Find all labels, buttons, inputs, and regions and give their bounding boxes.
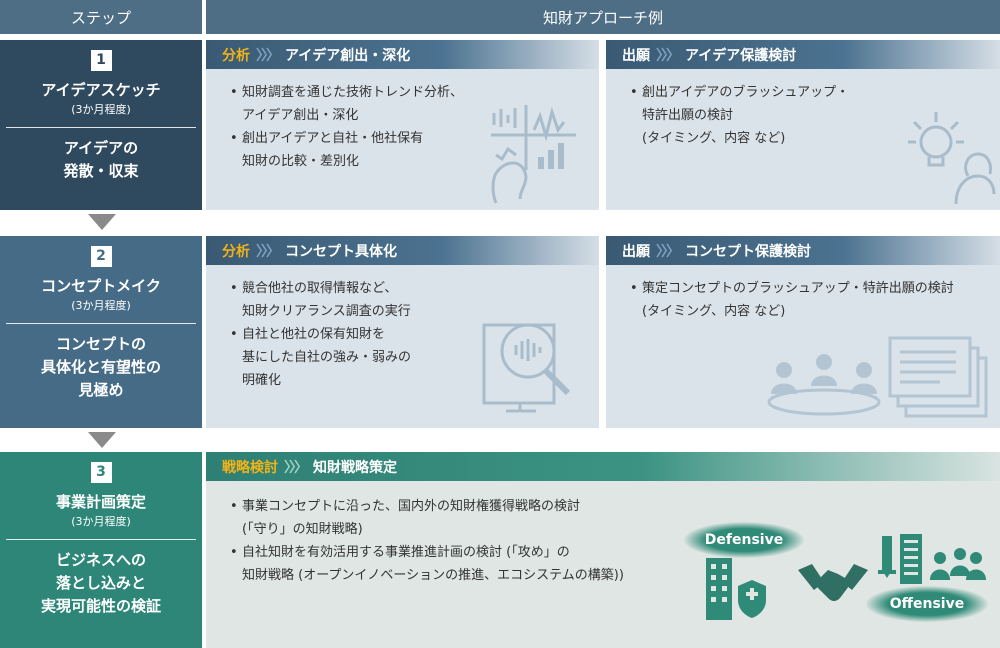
step-3: 3 事業計画策定 (3か月程度) ビジネスへの 落とし込みと 実現可能性の検証 xyxy=(0,452,202,648)
step-divider xyxy=(6,539,196,540)
panel-analysis-concept: 分析 〉〉〉 コンセプト具体化 競合他社の取得情報など、知財クリアランス調査の実… xyxy=(206,236,599,428)
step-2: 2 コンセプトメイク (3か月程度) コンセプトの 具体化と有望性の 見極め xyxy=(0,236,202,428)
chevrons-icon: 〉〉〉 xyxy=(256,47,280,64)
panel-tag: 戦略検討 xyxy=(222,459,278,476)
down-arrow-icon xyxy=(88,214,116,230)
list-item: 創出アイデアのブラッシュアップ・特許出願の検討(タイミング、内容 など) xyxy=(630,81,1000,150)
panel-tag: 出願 xyxy=(622,47,650,64)
panel-tag: 分析 xyxy=(222,47,250,64)
list-item: 競合他社の取得情報など、知財クリアランス調査の実行 xyxy=(230,277,599,323)
bullet-list: 知財調査を通じた技術トレンド分析、アイデア創出・深化 創出アイデアと自社・他社保… xyxy=(206,69,599,173)
analysis-chart-icon xyxy=(491,105,576,204)
step-duration: (3か月程度) xyxy=(71,299,131,312)
desc-line: ビジネスへの xyxy=(55,551,146,569)
panel-filing-idea: 出願 〉〉〉 アイデア保護検討 創出アイデアのブラッシュアップ・特許出願の検討(… xyxy=(606,40,1000,210)
panel-filing-concept: 出願 〉〉〉 コンセプト保護検討 策定コンセプトのブラッシュアップ・特許出願の検… xyxy=(606,236,1000,428)
step-number: 2 xyxy=(90,246,112,267)
panel-title: アイデア保護検討 xyxy=(685,47,797,64)
chevrons-icon: 〉〉〉 xyxy=(284,459,308,476)
desc-line: 実現可能性の検証 xyxy=(40,597,161,615)
panel-header: 分析 〉〉〉 アイデア創出・深化 xyxy=(206,40,599,69)
panel-tag: 分析 xyxy=(222,243,250,260)
step-duration: (3か月程度) xyxy=(71,103,131,116)
list-item: 知財調査を通じた技術トレンド分析、アイデア創出・深化 xyxy=(230,81,599,127)
panel-title: アイデア創出・深化 xyxy=(285,47,411,64)
panel-tag: 出願 xyxy=(622,243,650,260)
magnifier-search-icon xyxy=(482,323,571,413)
list-item: 策定コンセプトのブラッシュアップ・特許出願の検討(タイミング、内容 など) xyxy=(630,277,1000,323)
offensive-label: Offensive xyxy=(866,586,988,622)
panel-title: コンセプト保護検討 xyxy=(685,243,811,260)
handshake-icon xyxy=(798,564,868,601)
panel-header: 出願 〉〉〉 アイデア保護検討 xyxy=(606,40,1000,69)
building-shield-icon xyxy=(706,558,766,620)
step-description: ビジネスへの 落とし込みと 実現可能性の検証 xyxy=(0,549,202,618)
panel-header: 分析 〉〉〉 コンセプト具体化 xyxy=(206,236,599,265)
step-duration: (3か月程度) xyxy=(71,515,131,528)
step-title: コンセプトメイク xyxy=(41,277,161,295)
bullet-list: 創出アイデアのブラッシュアップ・特許出願の検討(タイミング、内容 など) xyxy=(606,69,1000,150)
step-title: 事業計画策定 xyxy=(55,493,146,511)
bullet-list: 競合他社の取得情報など、知財クリアランス調査の実行 自社と他社の保有知財を基にし… xyxy=(206,265,599,392)
down-arrow-icon xyxy=(88,432,116,448)
desc-line: 落とし込みと xyxy=(55,574,146,592)
list-item: 事業コンセプトに沿った、国内外の知財権獲得戦略の検討(「守り」の知財戦略) xyxy=(230,495,1000,541)
defensive-label: Defensive xyxy=(684,522,804,558)
step-description: アイデアの 発散・収束 xyxy=(0,137,202,183)
step-divider xyxy=(6,127,196,128)
lightbulb-idea-icon xyxy=(908,112,996,205)
chevrons-icon: 〉〉〉 xyxy=(656,47,680,64)
bullet-list: 事業コンセプトに沿った、国内外の知財権獲得戦略の検討(「守り」の知財戦略) 自社… xyxy=(206,481,1000,587)
list-item: 自社知財を有効活用する事業推進計画の検討 (「攻め」の知財戦略 (オープンイノベ… xyxy=(230,541,1000,587)
chevrons-icon: 〉〉〉 xyxy=(656,243,680,260)
step-title: アイデアスケッチ xyxy=(41,81,161,99)
sword-building-team-icon xyxy=(878,534,986,584)
step-1: 1 アイデアスケッチ (3か月程度) アイデアの 発散・収束 xyxy=(0,40,202,210)
desc-line: 見極め xyxy=(78,381,124,399)
desc-line: 具体化と有望性の xyxy=(40,358,161,376)
panel-header: 出願 〉〉〉 コンセプト保護検討 xyxy=(606,236,1000,265)
header-step: ステップ xyxy=(0,0,202,34)
step-number: 3 xyxy=(90,462,112,483)
panel-title: コンセプト具体化 xyxy=(285,243,397,260)
desc-line: アイデアの xyxy=(63,139,139,157)
step-divider xyxy=(6,323,196,324)
bullet-list: 策定コンセプトのブラッシュアップ・特許出願の検討(タイミング、内容 など) xyxy=(606,265,1000,323)
panel-header: 戦略検討 〉〉〉 知財戦略策定 xyxy=(206,452,1000,481)
panel-strategy: 戦略検討 〉〉〉 知財戦略策定 事業コンセプトに沿った、国内外の知財権獲得戦略の… xyxy=(206,452,1000,648)
desc-line: 発散・収束 xyxy=(63,162,139,180)
panel-analysis-idea: 分析 〉〉〉 アイデア創出・深化 知財調査を通じた技術トレンド分析、アイデア創出… xyxy=(206,40,599,210)
step-number: 1 xyxy=(90,50,112,71)
header-approach: 知財アプローチ例 xyxy=(206,0,1000,34)
meeting-document-icon xyxy=(767,336,988,418)
step-description: コンセプトの 具体化と有望性の 見極め xyxy=(0,333,202,402)
chevrons-icon: 〉〉〉 xyxy=(256,243,280,260)
panel-title: 知財戦略策定 xyxy=(313,459,397,476)
desc-line: コンセプトの xyxy=(55,335,146,353)
